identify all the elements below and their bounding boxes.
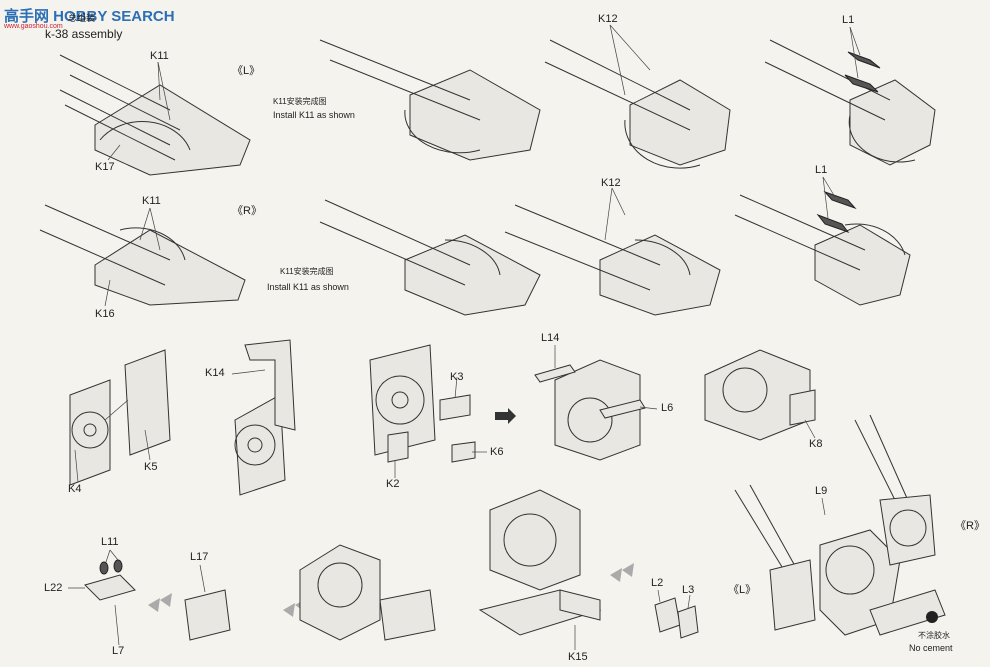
gun-mount-l-step1 (59, 54, 251, 176)
side-mark-right-top: 《R》 (232, 205, 262, 217)
label-l22: L22 (44, 582, 63, 594)
label-l1-bottom: L1 (815, 164, 828, 176)
label-k12-bottom: K12 (601, 177, 621, 189)
label-k11-top: K11 (150, 50, 169, 62)
gun-mount-r-step4 (734, 190, 911, 306)
side-mark-left-top: 《L》 (232, 65, 261, 77)
label-l3: L3 (682, 584, 695, 596)
watermark-url: www.gaoshou.com (4, 23, 63, 30)
install-note-cn-top: K11安装完成图 (273, 97, 327, 106)
label-l2: L2 (651, 577, 664, 589)
parts-l2-l3 (654, 597, 699, 639)
final-assembly (734, 414, 946, 636)
label-l1-top: L1 (842, 14, 855, 26)
drum-k8 (704, 349, 816, 441)
install-note-en-bottom: Install K11 as shown (267, 282, 349, 292)
side-mark-left-final: 《L》 (728, 584, 757, 596)
gun-mount-l-step3 (544, 39, 731, 169)
header-title-en: k-38 assembly (45, 27, 123, 41)
label-k16: K16 (95, 308, 115, 320)
label-k12-top: K12 (598, 13, 618, 25)
base-assembly-1 (299, 544, 436, 641)
base-assembly-k15 (478, 489, 634, 636)
leader-lines (68, 24, 861, 650)
label-k2: K2 (386, 478, 400, 490)
label-l9: L9 (815, 485, 828, 497)
label-l7: L7 (112, 645, 125, 657)
label-k3: K3 (450, 371, 464, 383)
no-cement-note-cn: 不涂胶水 (918, 631, 950, 640)
gun-mount-r-step3 (504, 204, 721, 316)
header-title-cn: 总组装 (68, 13, 96, 23)
label-k17: K17 (95, 161, 115, 173)
gun-mount-l-step2 (319, 39, 541, 161)
label-l17: L17 (190, 551, 209, 563)
drum-k4-k5 (69, 349, 171, 486)
label-k14: K14 (205, 367, 225, 379)
label-k8: K8 (809, 438, 823, 450)
label-k5: K5 (144, 461, 158, 473)
gun-mount-r-step2 (319, 199, 541, 316)
sub-assembly-l11-l22-l7 (84, 559, 172, 612)
label-k4: K4 (68, 483, 82, 495)
label-k15: K15 (568, 651, 588, 663)
gun-mount-r-step1 (39, 204, 246, 306)
watermark-brand: 高手网 HOBBY SEARCH (4, 8, 175, 25)
label-l14: L14 (541, 332, 560, 344)
drum-k2-k3-k6 (369, 344, 516, 463)
no-cement-note-en: No cement (909, 643, 953, 653)
side-mark-right-final: 《R》 (955, 520, 985, 532)
install-note-en-top: Install K11 as shown (273, 110, 355, 120)
label-l6: L6 (661, 402, 674, 414)
sub-assembly-l17 (184, 589, 307, 641)
label-l11: L11 (101, 536, 119, 548)
drum-l14-l6 (534, 359, 646, 461)
label-k6: K6 (490, 446, 504, 458)
label-k11-bottom: K11 (142, 195, 161, 207)
install-note-cn-bottom: K11安装完成图 (280, 267, 334, 276)
drum-k14 (234, 339, 296, 496)
gun-mount-l-step4 (764, 39, 936, 166)
